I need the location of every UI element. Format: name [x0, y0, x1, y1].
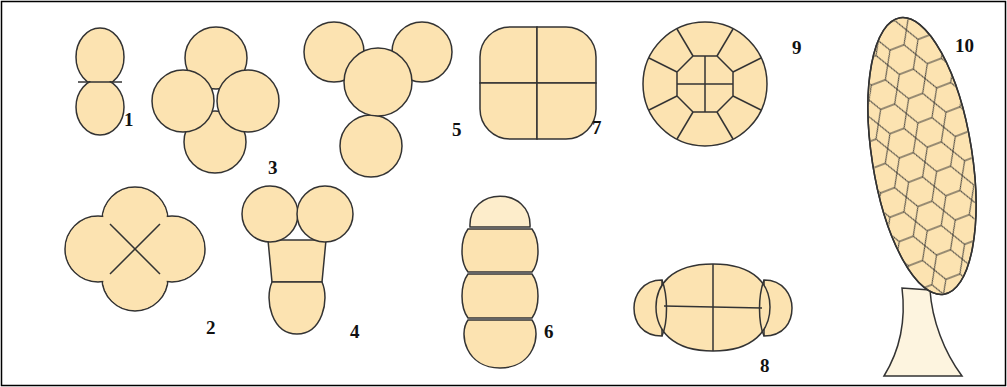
filamentous-stage	[462, 196, 538, 368]
callout-number: 2	[206, 318, 216, 337]
callout-number: 9	[792, 38, 802, 57]
two-cell-stage	[76, 28, 124, 135]
callout-number: 10	[955, 36, 974, 55]
quadrant-stage	[480, 27, 596, 139]
t-shaped-stage	[242, 186, 353, 334]
octant-stage	[634, 264, 792, 351]
sporophyte-embryo	[851, 10, 994, 376]
callout-number: 7	[592, 118, 602, 137]
four-cell-stage	[304, 22, 452, 177]
callout-number: 8	[760, 356, 770, 375]
callout-number: 5	[452, 120, 462, 139]
four-lobed-stage	[65, 187, 205, 311]
callout-number: 6	[544, 322, 554, 341]
callout-number: 4	[350, 322, 360, 341]
four-cell-tetrahedral	[152, 27, 279, 173]
cross-section-stage	[643, 22, 767, 146]
callout-number: 3	[268, 158, 278, 177]
callout-number: 1	[124, 110, 134, 129]
